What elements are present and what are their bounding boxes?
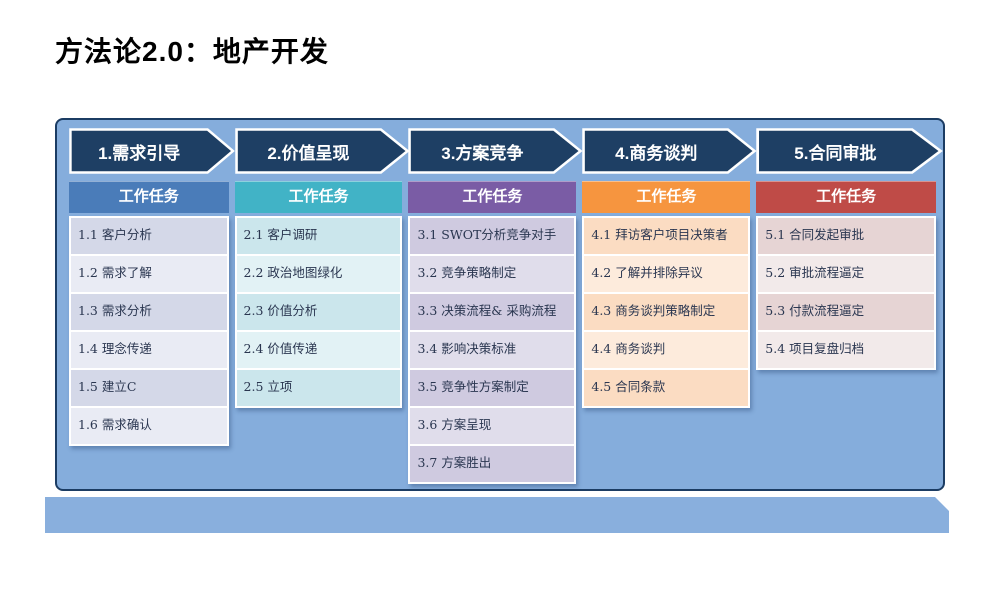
phase-arrow: 2.价值呈现 [234,128,410,174]
task-row: 4.5 合同条款 [584,370,749,406]
task-row: 1.1 客户分析 [71,218,227,254]
phase-label: 5.合同审批 [794,143,877,163]
task-row: 1.4 理念传递 [71,332,227,368]
phase-label: 4.商务谈判 [615,143,698,163]
task-row: 5.1 合同发起审批 [758,218,934,254]
task-row: 1.2 需求了解 [71,256,227,292]
arrow-pentagon-shape [756,128,944,174]
arrow-pentagon-shape [69,128,235,174]
task-row: 2.5 立项 [236,370,401,406]
task-row: 3.2 竞争策略制定 [410,256,575,292]
task-row: 3.6 方案呈现 [410,408,575,444]
phase-arrow: 5.合同审批 [756,128,944,174]
task-row: 3.1 SWOT分析竞争对手 [410,218,575,254]
task-row: 2.2 政治地图绿化 [236,256,401,292]
task-row: 1.5 建立C [71,370,227,406]
arrow-pentagon-shape [408,128,584,174]
tasks-header: 工作任务 [234,181,403,213]
arrow-pentagon-shape [234,128,410,174]
task-row: 1.6 需求确认 [71,408,227,444]
phase-arrow: 4.商务谈判 [582,128,757,174]
task-row: 3.5 竞争性方案制定 [410,370,575,406]
task-row: 2.1 客户调研 [236,218,401,254]
phase-arrow: 1.需求引导 [69,128,235,174]
phase-arrow: 3.方案竞争 [408,128,584,174]
tasks-header: 工作任务 [69,181,229,213]
task-row: 5.2 审批流程逼定 [758,256,934,292]
tasks-header: 工作任务 [756,181,936,213]
task-row: 2.4 价值传递 [236,332,401,368]
task-row: 3.7 方案胜出 [410,446,575,482]
task-row: 4.1 拜访客户项目决策者 [584,218,749,254]
phase-label: 1.需求引导 [98,143,181,163]
task-row: 1.3 需求分析 [71,294,227,330]
task-row: 2.3 价值分析 [236,294,401,330]
page-title: 方法论2.0：地产开发 [55,36,329,67]
task-row: 4.3 商务谈判策略制定 [584,294,749,330]
task-row: 5.3 付款流程逼定 [758,294,934,330]
tasks-header: 工作任务 [582,181,751,213]
footer-bar [45,497,949,533]
task-row: 3.3 决策流程& 采购流程 [410,294,575,330]
task-row: 3.4 影响决策标准 [410,332,575,368]
task-row: 4.2 了解并排除异议 [584,256,749,292]
task-row: 5.4 项目复盘归档 [758,332,934,368]
tasks-header: 工作任务 [408,181,577,213]
task-row: 4.4 商务谈判 [584,332,749,368]
arrow-pentagon-shape [582,128,757,174]
phase-label: 2.价值呈现 [267,143,350,163]
phase-label: 3.方案竞争 [441,143,524,163]
